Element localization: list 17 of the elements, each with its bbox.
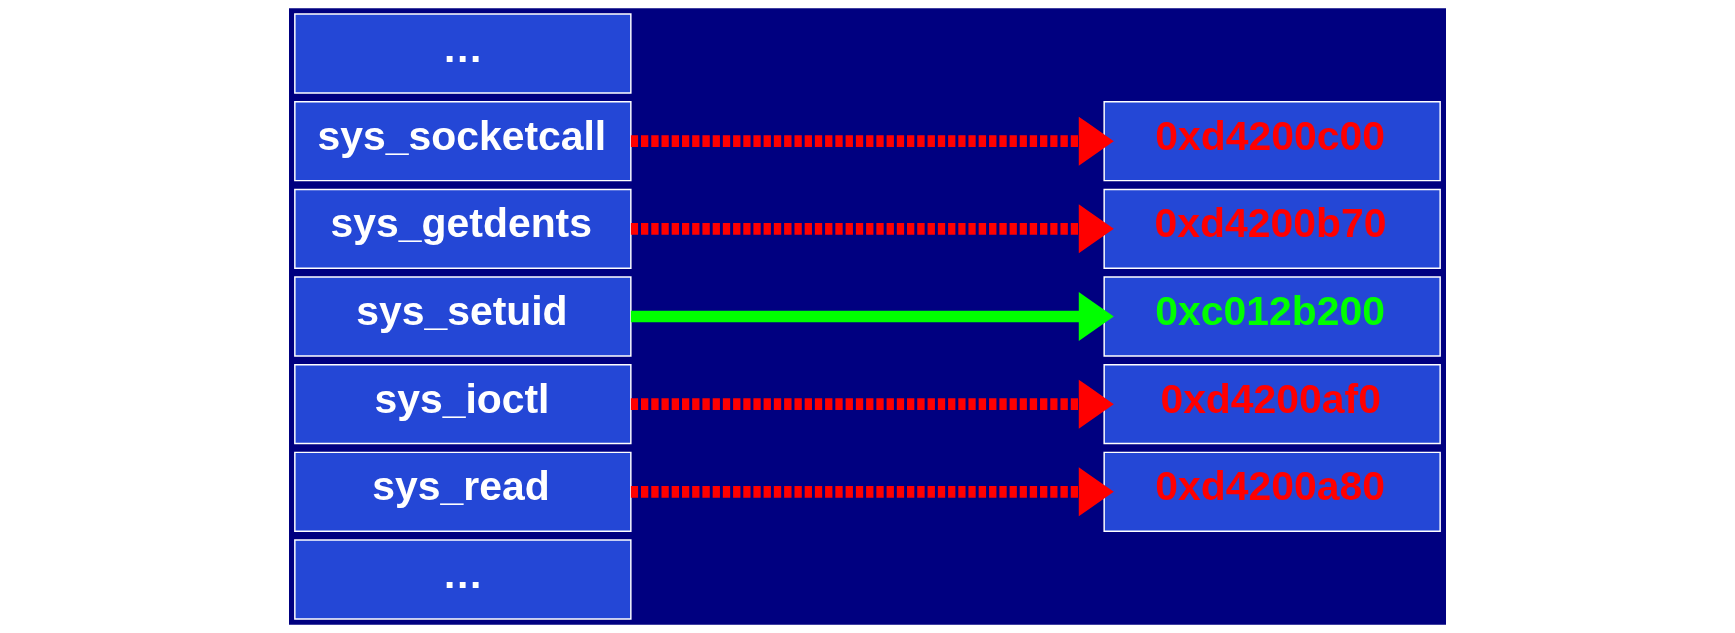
node-box: sys_read <box>294 451 632 532</box>
node-box: 0xd4200c00 <box>1103 101 1441 182</box>
node-box: 0xd4200af0 <box>1103 363 1441 445</box>
node-box: 0xd4200a80 <box>1103 451 1441 532</box>
arrow <box>630 379 1114 429</box>
node-box: sys_ioctl <box>294 363 632 445</box>
node-box: sys_socketcall <box>294 101 632 182</box>
node-box: 0xc012b200 <box>1103 276 1441 357</box>
arrow <box>630 292 1114 341</box>
arrow <box>630 204 1114 254</box>
node-box: 0xd4200b70 <box>1103 188 1441 270</box>
node-box: sys_getdents <box>294 188 632 270</box>
node-box: sys_setuid <box>294 276 632 357</box>
arrow <box>630 116 1114 166</box>
node-box: … <box>294 539 632 620</box>
node-box: … <box>294 13 632 94</box>
arrow <box>630 467 1114 517</box>
